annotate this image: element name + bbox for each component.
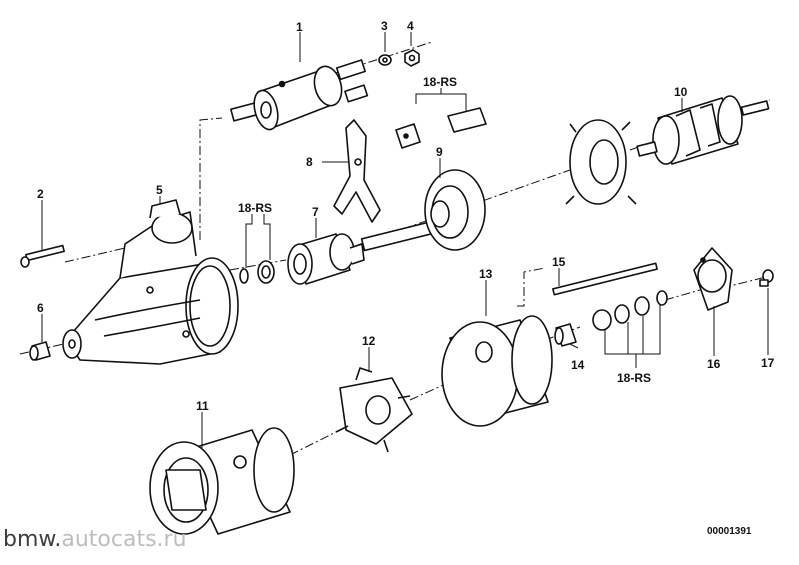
pinion-drive-7 — [287, 233, 365, 285]
callout-labels: 1 2 3 4 5 6 7 8 9 10 11 12 13 14 15 16 1… — [37, 19, 775, 413]
callout-6: 6 — [37, 301, 44, 315]
brush-holder-18rs — [395, 107, 487, 149]
callout-7: 7 — [312, 205, 319, 219]
drive-end-housing-5 — [62, 199, 239, 365]
screw-17 — [759, 269, 774, 287]
callout-18rs-right: 18-RS — [617, 371, 651, 385]
callout-8: 8 — [306, 155, 313, 169]
end-cap-16 — [693, 247, 733, 311]
callout-3: 3 — [381, 19, 388, 33]
callout-11: 11 — [196, 399, 209, 413]
end-shield-13 — [441, 315, 553, 427]
callout-12: 12 — [362, 334, 376, 348]
washer-set-18rs-right — [592, 290, 668, 331]
leader-lines — [41, 32, 769, 448]
callout-9: 9 — [436, 145, 443, 159]
callout-18rs-left: 18-RS — [238, 201, 272, 215]
stud-bolt-15 — [552, 262, 658, 296]
field-housing-11 — [149, 427, 295, 535]
watermark-site: autocats.ru — [61, 527, 187, 552]
through-bolt-2 — [20, 244, 65, 268]
retaining-ring-18rs-left — [239, 260, 275, 284]
callout-10: 10 — [674, 85, 688, 99]
callout-17: 17 — [761, 356, 775, 370]
drive-shaft-9 — [360, 169, 486, 252]
watermark-brand: bmw. — [3, 527, 62, 552]
nut-4 — [404, 49, 420, 67]
callout-4: 4 — [407, 19, 414, 33]
callout-18rs-top: 18-RS — [423, 75, 457, 89]
bushing-6 — [29, 341, 51, 361]
callout-2: 2 — [37, 187, 44, 201]
callout-13: 13 — [479, 267, 493, 281]
callout-15: 15 — [552, 255, 566, 269]
callout-5: 5 — [156, 183, 163, 197]
washer-3 — [378, 54, 392, 66]
bushing-14 — [554, 323, 577, 347]
site-watermark: bmw.autocats.ru — [3, 527, 187, 552]
brush-plate-12 — [335, 367, 413, 453]
callout-16: 16 — [707, 357, 721, 371]
shift-fork-8 — [333, 119, 381, 223]
callout-1: 1 — [296, 20, 303, 34]
solenoid-switch — [230, 59, 369, 131]
callout-14: 14 — [571, 358, 585, 372]
document-number: 00001391 — [707, 526, 752, 537]
commutator-end-plate — [565, 119, 637, 205]
armature-10 — [636, 95, 770, 165]
